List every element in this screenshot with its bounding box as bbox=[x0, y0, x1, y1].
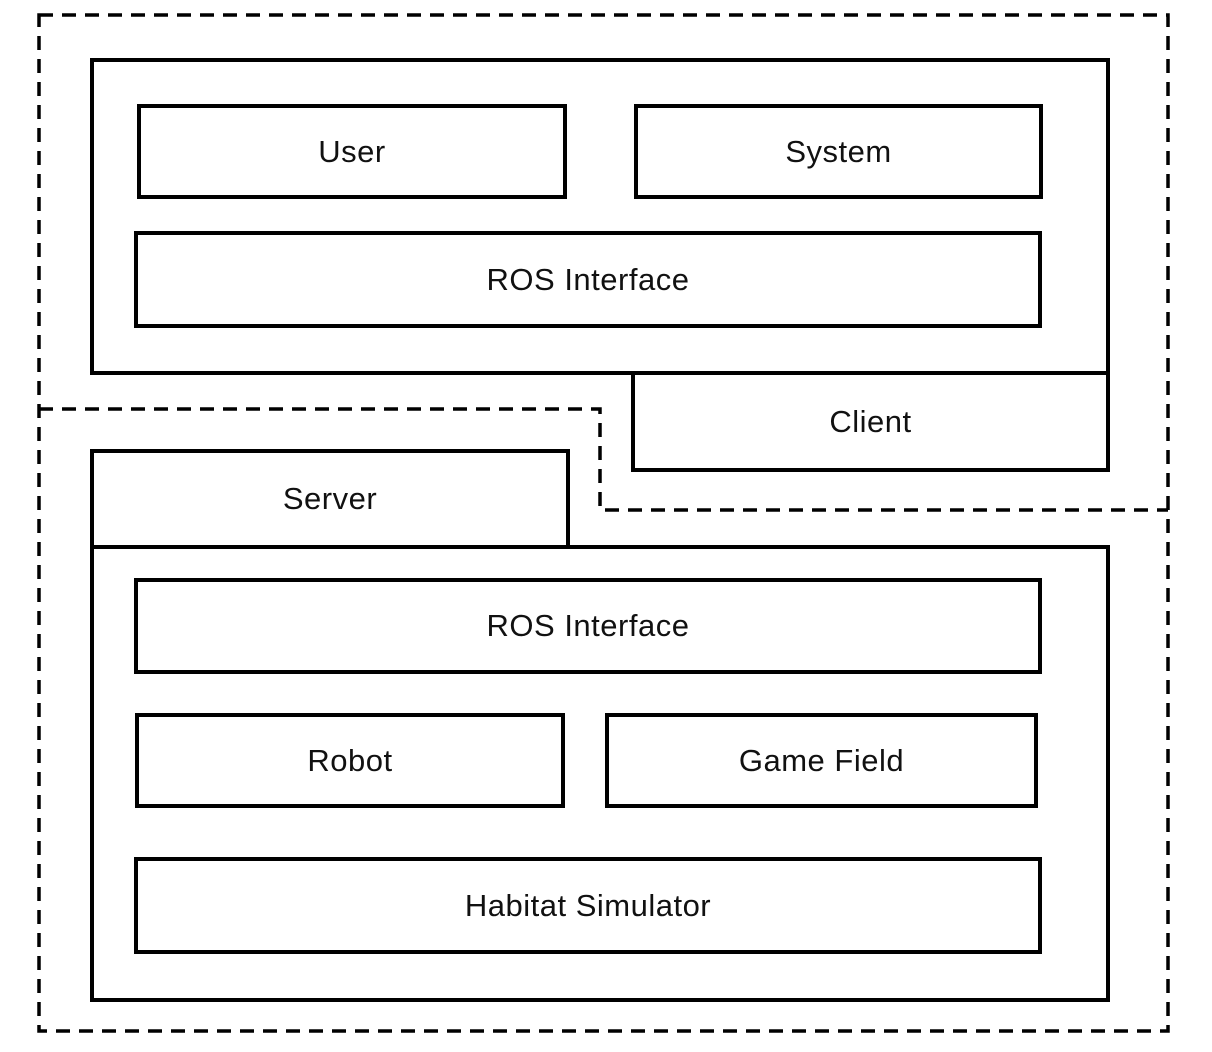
user-box: User bbox=[137, 104, 567, 199]
game-field-label: Game Field bbox=[738, 742, 905, 778]
client-server-dashed-divider bbox=[39, 407, 1168, 512]
client-region-label: Client bbox=[829, 403, 912, 439]
system-box: System bbox=[634, 104, 1043, 199]
server-ros-interface-label: ROS Interface bbox=[486, 608, 690, 643]
robot-label: Robot bbox=[307, 742, 393, 778]
client-region-label-box: Client bbox=[631, 371, 1110, 472]
server-region-label: Server bbox=[282, 481, 378, 516]
user-label: User bbox=[318, 133, 386, 169]
habitat-simulator-box: Habitat Simulator bbox=[134, 857, 1042, 954]
habitat-simulator-label: Habitat Simulator bbox=[464, 887, 712, 923]
game-field-box: Game Field bbox=[605, 713, 1038, 808]
server-region-label-box: Server bbox=[90, 449, 570, 549]
robot-box: Robot bbox=[135, 713, 565, 808]
client-ros-interface-label: ROS Interface bbox=[486, 261, 690, 297]
outer-dashed-border bbox=[37, 13, 1170, 1033]
client-ros-interface-box: ROS Interface bbox=[134, 231, 1042, 328]
system-label: System bbox=[785, 133, 892, 169]
server-ros-interface-box: ROS Interface bbox=[134, 578, 1042, 674]
